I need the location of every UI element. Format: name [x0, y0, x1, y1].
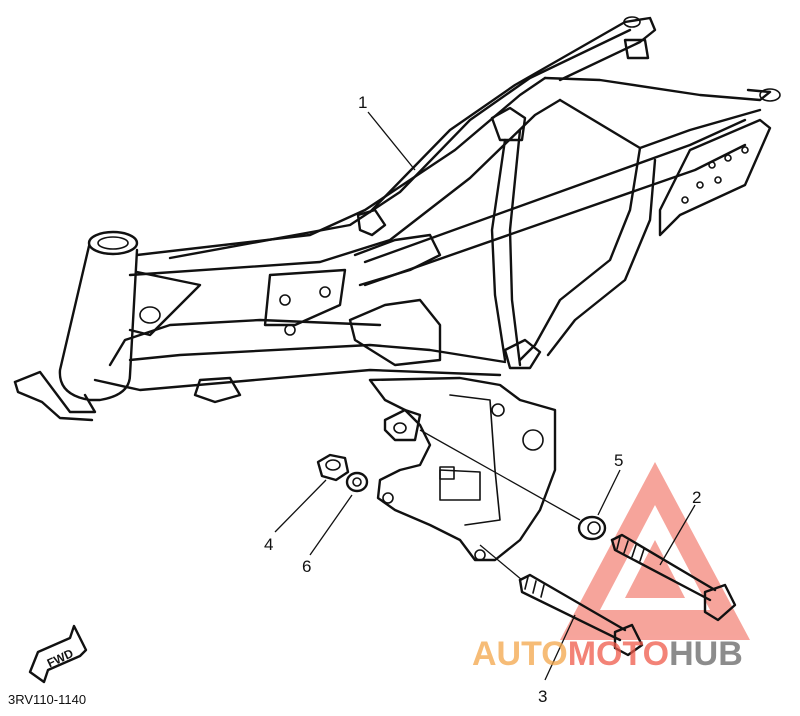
long-bolt-part-2 — [610, 533, 737, 622]
frame-assembly — [13, 16, 781, 562]
callout-leaders — [274, 111, 696, 681]
watermark-triangle-logo — [560, 462, 750, 640]
watermark-moto: MOTO — [568, 635, 669, 673]
watermark-auto: AUTO — [472, 635, 568, 673]
callout-bolt-long: 2 — [692, 488, 701, 507]
nut-part-4 — [316, 453, 350, 482]
callout-frame: 1 — [358, 93, 367, 112]
assembly-axis-lines — [419, 429, 581, 581]
watermark-text: AUTOMOTOHUB — [472, 635, 743, 673]
forward-arrow-icon: FWD — [28, 624, 88, 684]
callout-nut: 4 — [264, 535, 273, 554]
svg-text:AUTOMOTOHUB: AUTOMOTOHUB — [472, 635, 743, 673]
callout-bolt-short: 3 — [538, 687, 547, 706]
callout-washer: 6 — [302, 557, 311, 576]
watermark-hub: HUB — [669, 635, 743, 673]
fwd-label: FWD — [45, 646, 76, 670]
washer-part-6 — [345, 471, 369, 493]
collar-part-5 — [577, 515, 607, 541]
callout-collar: 5 — [614, 451, 623, 470]
diagram-code: 3RV110-1140 — [8, 692, 86, 707]
short-bolt-part-3 — [518, 573, 644, 657]
